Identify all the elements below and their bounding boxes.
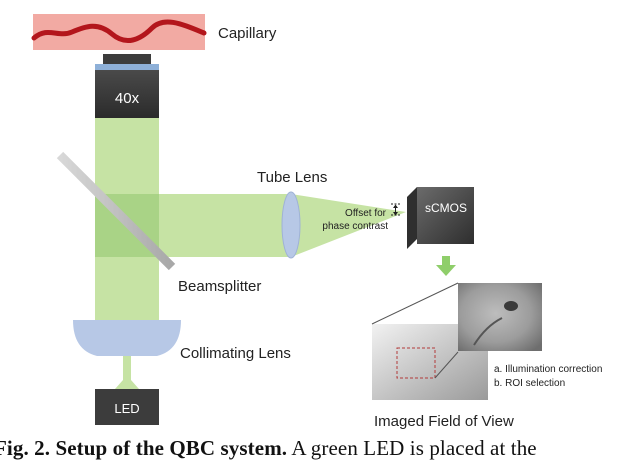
output-arrow-head xyxy=(436,265,456,276)
collimating-lens xyxy=(73,320,181,356)
led-label: LED xyxy=(114,401,139,416)
processing-step-b: b. ROI selection xyxy=(494,378,565,389)
camera-body xyxy=(417,187,474,244)
beamsplitter-label: Beamsplitter xyxy=(178,278,261,295)
offset-label-line2: phase contrast xyxy=(322,221,388,232)
zoom-guide-bottom xyxy=(434,351,459,379)
offset-arrowhead-up xyxy=(393,204,398,208)
caption-title: Setup of the QBC system. xyxy=(55,436,288,460)
led-source xyxy=(95,389,159,425)
figure-caption: Fig. 2. Setup of the QBC system. A green… xyxy=(0,436,640,466)
zoomed-capillary-wall xyxy=(473,317,503,346)
objective-magnification-label: 40x xyxy=(115,90,140,107)
offset-label: Offset for xyxy=(345,208,387,219)
caption-text: A green LED is placed at the xyxy=(291,436,537,460)
focusing-cone xyxy=(291,194,406,257)
roi-selection-box xyxy=(396,347,436,379)
collimating-lens-label: Collimating Lens xyxy=(180,345,291,362)
processing-step-a: a. Illumination correction xyxy=(494,364,602,375)
camera-side xyxy=(407,187,417,249)
field-of-view-label: Imaged Field of View xyxy=(374,413,514,430)
led-emission-stem xyxy=(123,356,131,381)
tube-lens xyxy=(281,191,301,259)
objective-band xyxy=(95,64,159,70)
objective-body xyxy=(95,70,159,118)
caption-figure-label: Fig. 2. xyxy=(0,436,51,460)
zoomed-cell-image xyxy=(458,283,542,351)
capillary-label: Capillary xyxy=(218,25,277,42)
capillary-vessel xyxy=(31,19,207,44)
tube-lens-label: Tube Lens xyxy=(257,169,327,186)
zoomed-cell xyxy=(504,301,518,311)
beamsplitter xyxy=(56,151,176,271)
led-emission xyxy=(115,380,139,389)
offset-arrowhead-down xyxy=(393,212,398,216)
output-arrow-shaft xyxy=(442,256,450,265)
camera-label: sCMOS xyxy=(425,201,467,215)
zoom-guide-top xyxy=(371,282,459,325)
objective-top-cap xyxy=(103,54,151,64)
